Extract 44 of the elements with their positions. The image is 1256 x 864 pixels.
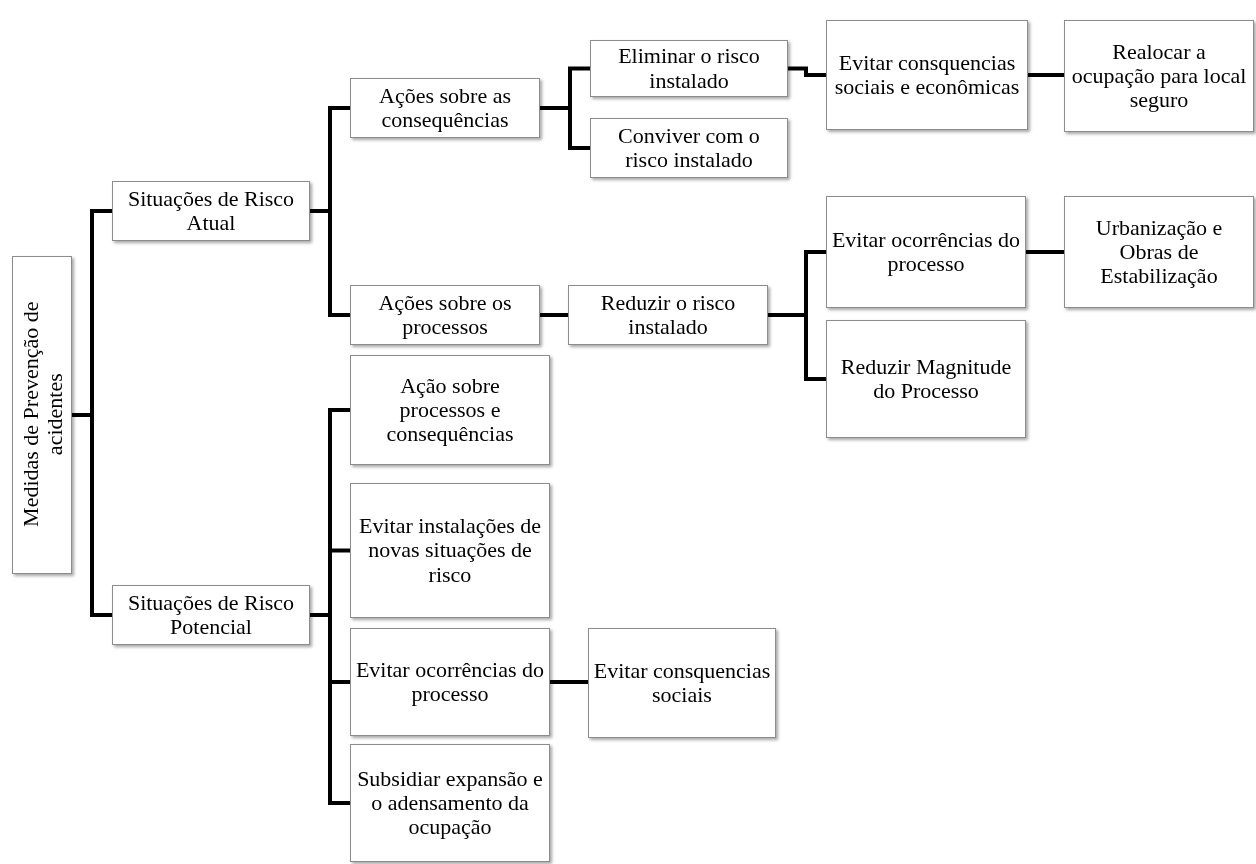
box-label: Evitar consquencias sociais xyxy=(592,658,772,708)
text-box xyxy=(590,118,788,178)
text-box xyxy=(112,181,310,241)
box-label: Evitar instalações de novas situações de risco xyxy=(357,514,542,587)
box-label: Evitar ocorrências do processo xyxy=(354,657,546,707)
text-box xyxy=(826,320,1026,438)
box-label: Ações sobre os processos xyxy=(377,290,513,340)
box-label: Conviver com o risco instalado xyxy=(617,123,761,173)
connector-line xyxy=(540,313,568,317)
connector-line xyxy=(1028,73,1064,77)
text-box xyxy=(350,483,550,618)
box-label: Realocar a ocupação para local seguro xyxy=(1070,39,1248,113)
box-label: Evitar consquencias sociais e econômicas xyxy=(833,50,1021,100)
connector-line xyxy=(310,209,350,317)
connector-line xyxy=(540,106,590,150)
connector-line xyxy=(550,680,588,684)
text-box xyxy=(350,628,550,736)
box-label: Eliminar o risco instalado xyxy=(617,44,761,93)
text-box xyxy=(350,355,550,465)
box-label: Ações sobre as consequências xyxy=(378,83,512,133)
text-box xyxy=(1064,196,1254,308)
connector-line xyxy=(72,413,112,617)
text-box xyxy=(826,196,1026,308)
box-label: Urbanização e Obras de Estabilização xyxy=(1094,215,1224,289)
box-label: Situações de Risco Potencial xyxy=(126,590,296,640)
text-box xyxy=(568,285,768,345)
box-label: Subsidiar expansão e o adensamento da ocupação xyxy=(356,766,544,840)
box-label: Ação sobre processos e consequências xyxy=(385,373,515,447)
text-box xyxy=(12,256,72,574)
text-box xyxy=(1064,20,1254,132)
box-label: Evitar ocorrências do processo xyxy=(830,227,1022,277)
connector-line xyxy=(1026,250,1064,254)
text-box xyxy=(350,285,540,345)
text-box xyxy=(590,40,788,97)
text-box xyxy=(112,585,310,645)
box-label: Reduzir o risco instalado xyxy=(599,290,737,340)
box-label: Reduzir Magnitude do Processo xyxy=(839,354,1013,404)
box-label: Medidas de Prevenção de acidentes xyxy=(18,300,68,529)
text-box xyxy=(588,628,776,738)
text-box xyxy=(350,78,540,138)
connector-line xyxy=(788,66,826,77)
text-box xyxy=(350,744,550,862)
box-label: Situações de Risco Atual xyxy=(126,186,296,236)
text-box xyxy=(826,20,1028,130)
